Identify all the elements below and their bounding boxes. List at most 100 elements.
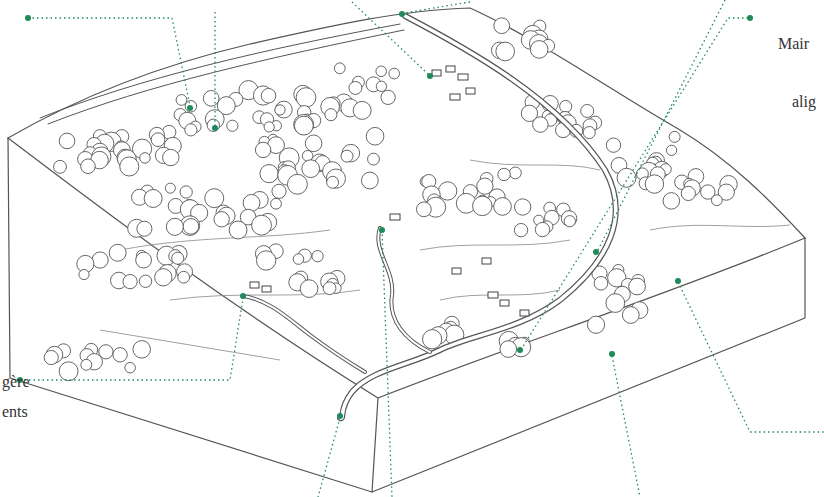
tree-canopy: [349, 81, 362, 94]
house: [488, 292, 498, 298]
tree-canopy: [327, 176, 339, 188]
tree-canopy: [496, 42, 515, 61]
callout-label: ents: [2, 402, 28, 421]
leader-dot: [240, 293, 246, 299]
tree-canopy: [296, 88, 316, 108]
tree-canopy: [163, 149, 179, 165]
callout-label: alig: [792, 92, 816, 111]
field-line: [120, 230, 330, 250]
tree-canopy: [54, 160, 67, 173]
tree-canopy: [252, 215, 272, 235]
leader-dot: [609, 351, 615, 357]
leader-line: [318, 418, 340, 497]
tree-canopy: [123, 275, 137, 289]
tree-canopy: [166, 218, 183, 235]
tree-canopy: [312, 251, 323, 262]
tree-canopy: [334, 63, 345, 74]
tree-canopy: [606, 294, 625, 313]
tree-canopy: [203, 91, 219, 107]
tree-canopy: [561, 211, 577, 227]
leader-dot: [187, 105, 193, 111]
tree-canopy: [136, 252, 152, 268]
tree-canopy: [275, 101, 292, 118]
tree-canopy: [272, 184, 286, 198]
tree-canopy: [581, 104, 594, 117]
tree-canopy: [353, 101, 371, 119]
tree-canopy: [323, 282, 336, 295]
leader-line: [522, 18, 748, 348]
house: [500, 300, 509, 306]
leader-dot: [593, 249, 599, 255]
tree-canopy: [416, 202, 431, 217]
tree-canopy: [180, 186, 192, 198]
house: [262, 286, 271, 292]
leader-dot: [212, 125, 218, 131]
tree-canopy: [366, 127, 384, 145]
stream: [378, 228, 430, 352]
leader-dot: [747, 15, 753, 21]
tree-canopy: [144, 189, 162, 207]
house: [452, 268, 461, 274]
tree-canopy: [583, 126, 595, 138]
tree-canopy: [271, 198, 282, 209]
tree-canopy: [81, 359, 92, 370]
leader-line: [382, 230, 392, 497]
tree-canopy: [294, 114, 314, 134]
tree-canopy: [326, 169, 345, 188]
tree-canopy: [125, 362, 136, 373]
tree-canopy: [207, 119, 219, 131]
tree-canopy: [325, 109, 337, 121]
tree-canopy: [113, 348, 127, 362]
tree-canopy: [151, 133, 165, 147]
tree-canopy: [185, 101, 197, 113]
tree-canopy: [361, 172, 378, 189]
tree-canopy: [109, 244, 126, 261]
tree-group: [44, 18, 737, 381]
house: [390, 214, 400, 220]
tree-canopy: [423, 330, 442, 349]
leader-dot: [25, 15, 31, 21]
tree-canopy: [133, 341, 151, 359]
tree-canopy: [494, 198, 512, 216]
house: [458, 74, 468, 80]
tree-canopy: [229, 221, 247, 239]
tree-canopy: [185, 124, 197, 136]
house: [450, 94, 460, 100]
tree-canopy: [515, 199, 531, 215]
house: [520, 310, 529, 316]
tree-canopy: [44, 350, 58, 364]
leader-dot: [379, 227, 385, 233]
tree-canopy: [59, 133, 75, 149]
tree-canopy: [214, 212, 229, 227]
tree-canopy: [205, 189, 224, 208]
leader-line: [352, 2, 428, 74]
house: [482, 258, 491, 264]
leader-dot: [675, 278, 681, 284]
leader-line: [20, 298, 243, 380]
tree-canopy: [663, 193, 680, 210]
house: [466, 88, 475, 94]
tree-canopy: [376, 81, 386, 91]
stream: [378, 228, 430, 352]
stream: [243, 296, 365, 372]
tree-canopy: [264, 122, 274, 132]
block-front-edge: [8, 138, 805, 398]
tree-canopy: [183, 219, 199, 235]
leader-dot: [337, 413, 343, 419]
tree-canopy: [498, 168, 510, 180]
tree-canopy: [178, 271, 190, 283]
tree-canopy: [79, 269, 89, 279]
tree-canopy: [622, 307, 639, 324]
tree-canopy: [376, 66, 387, 77]
field-line: [650, 225, 790, 230]
tree-canopy: [261, 88, 276, 103]
tree-canopy: [509, 167, 521, 179]
tree-canopy: [120, 157, 139, 176]
tree-canopy: [139, 275, 151, 287]
leader-line: [214, 12, 215, 126]
river: [340, 16, 616, 418]
tree-canopy: [260, 165, 278, 183]
tree-canopy: [81, 159, 96, 174]
